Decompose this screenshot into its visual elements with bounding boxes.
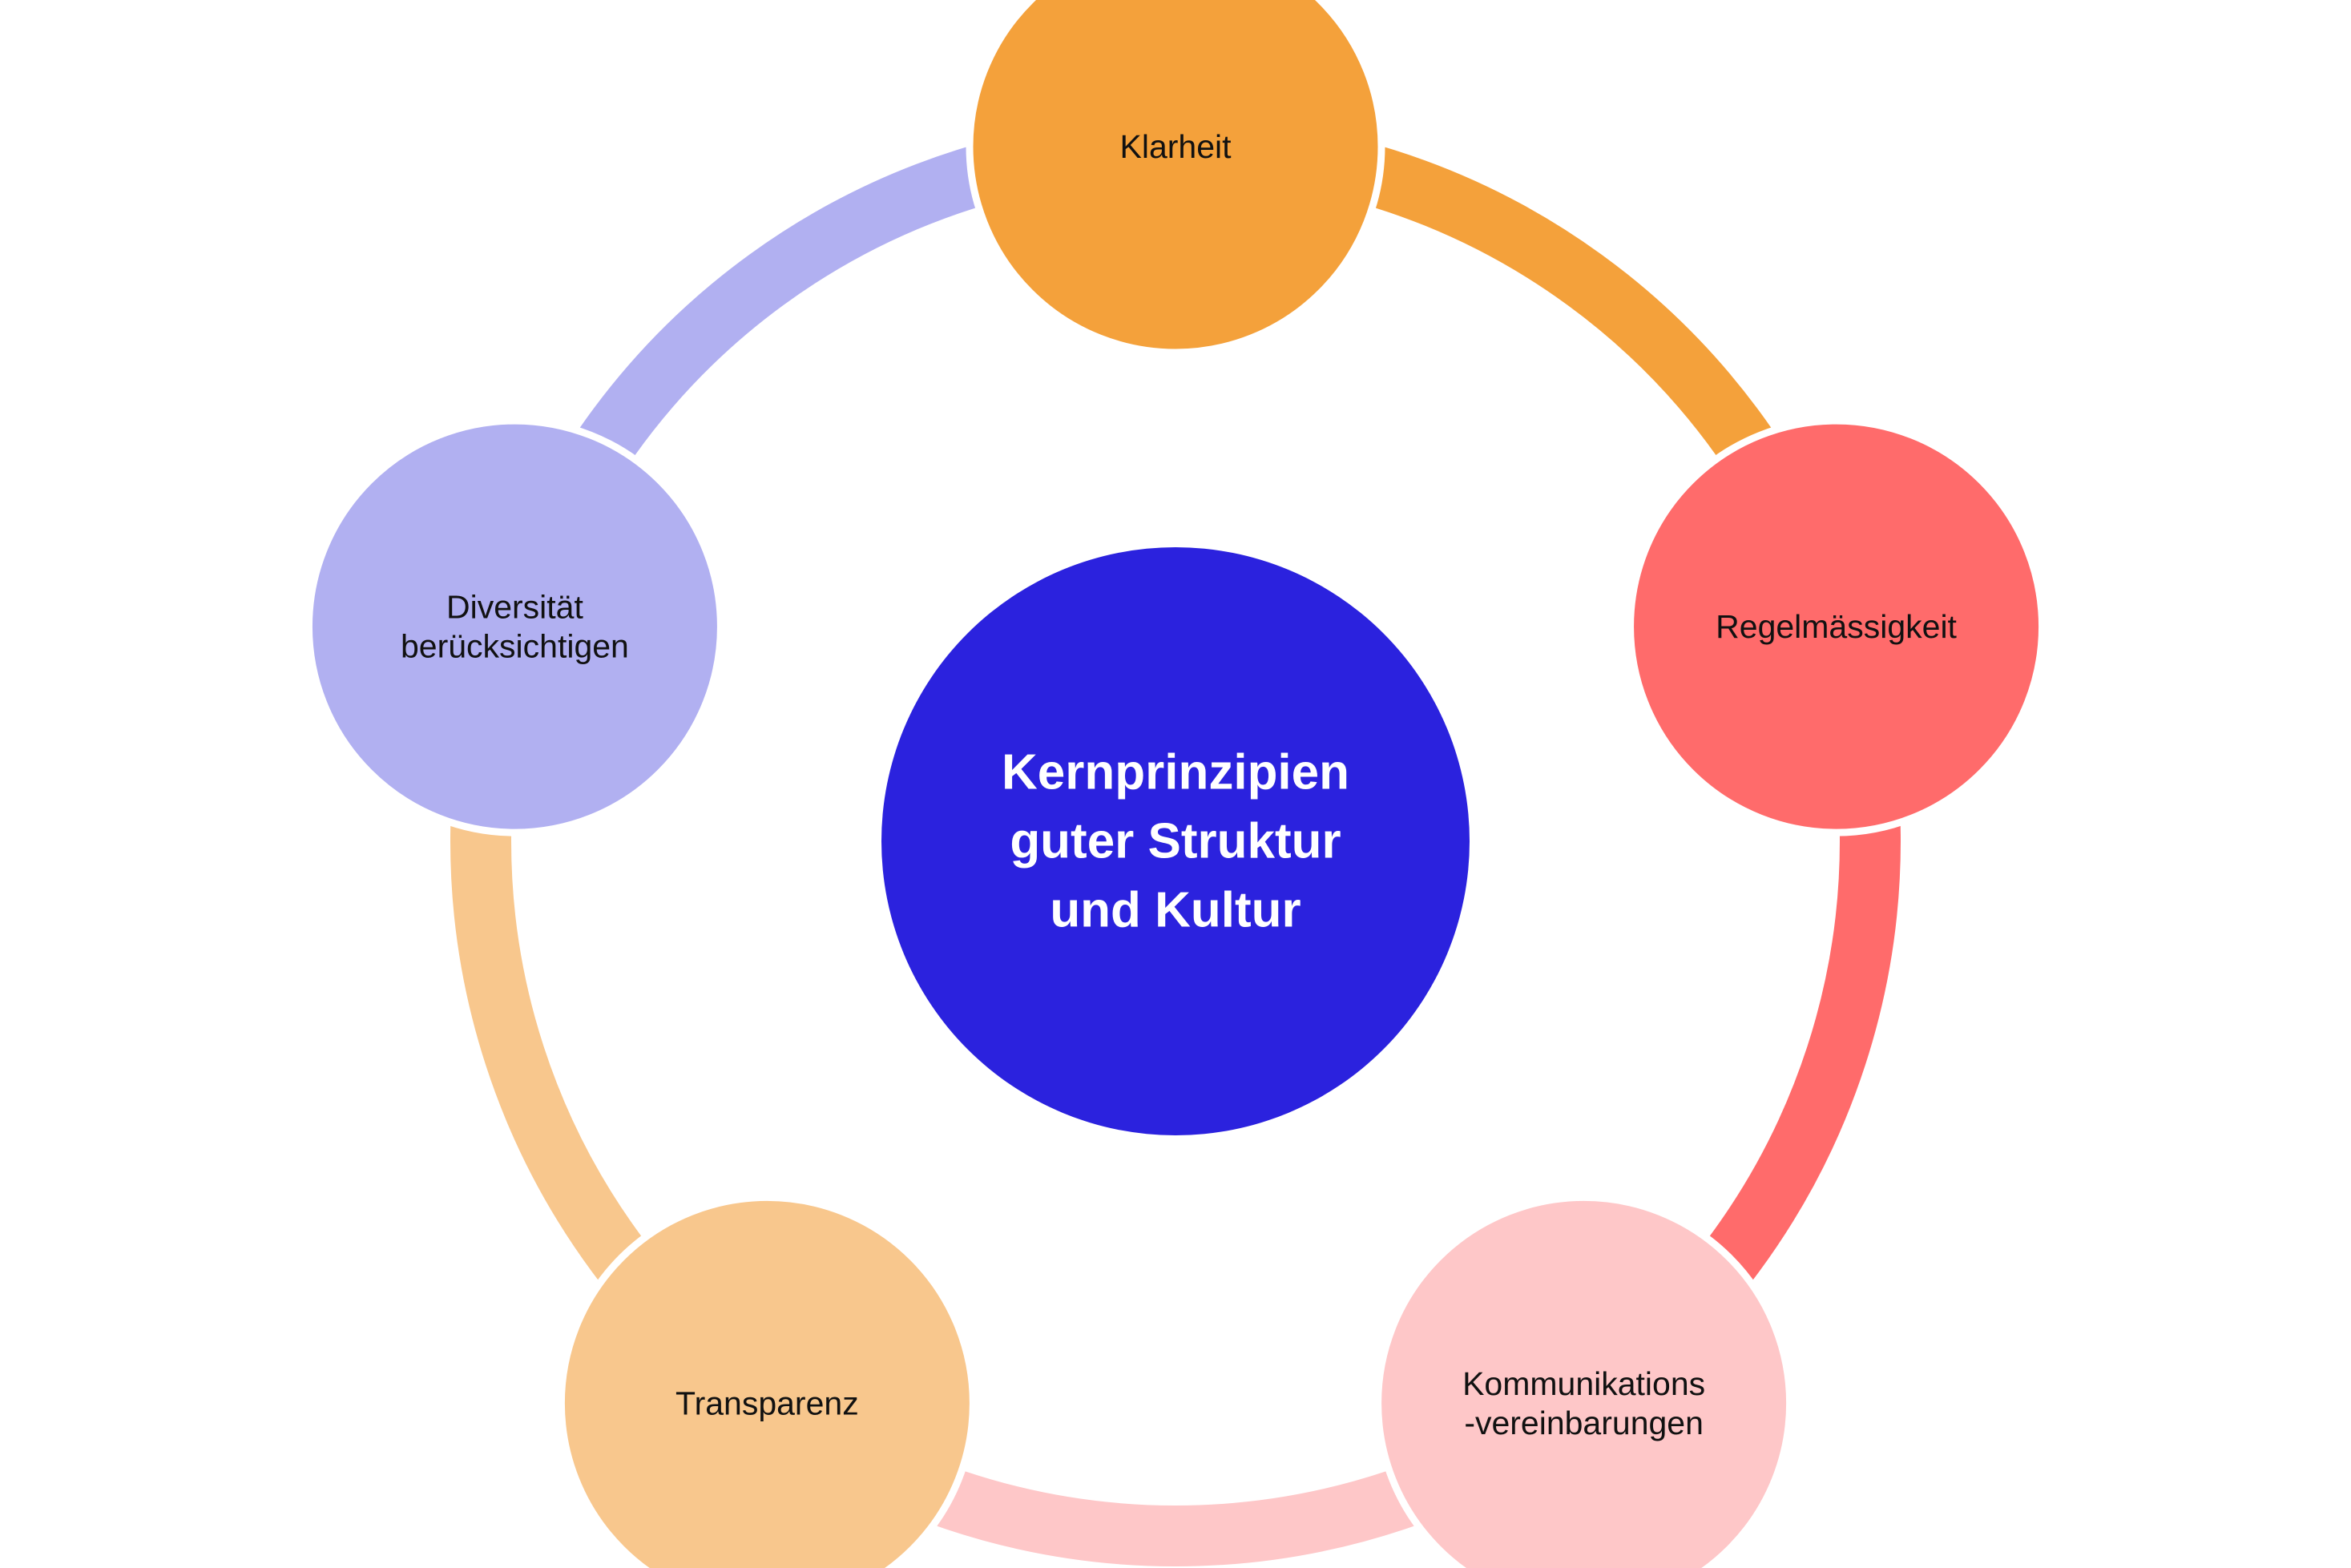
node-klarheit-circle xyxy=(966,0,1385,357)
node-kommunikation-label-line-1: Kommunikations xyxy=(1462,1365,1705,1402)
center-title-line-3: und Kultur xyxy=(1050,883,1301,938)
node-kommunikation: Kommunikations-vereinbarungen xyxy=(1374,1193,1794,1568)
principle-nodes: KlarheitRegelmässigkeitKommunikations-ve… xyxy=(304,0,2047,1568)
node-regelmaessigkeit-circle xyxy=(1627,417,2047,836)
node-klarheit-label-line-1: Klarheit xyxy=(1119,128,1232,165)
center-title-line-1: Kernprinzipien xyxy=(1002,745,1349,800)
node-diversitaet-circle xyxy=(304,417,724,836)
node-transparenz: Transparenz xyxy=(557,1193,977,1568)
node-transparenz-label-line-1: Transparenz xyxy=(675,1385,859,1421)
node-kommunikation-circle xyxy=(1374,1193,1794,1568)
node-klarheit: Klarheit xyxy=(966,0,1385,357)
node-regelmaessigkeit-label-line-1: Regelmässigkeit xyxy=(1716,608,1957,645)
center-node: Kernprinzipien guter Struktur und Kultur xyxy=(881,547,1470,1135)
node-transparenz-circle xyxy=(557,1193,977,1568)
center-circle xyxy=(881,547,1470,1135)
center-hub: Kernprinzipien guter Struktur und Kultur xyxy=(881,547,1470,1135)
center-title-line-2: guter Struktur xyxy=(1010,814,1341,869)
node-diversitaet-label-line-1: Diversität xyxy=(446,589,583,626)
node-kommunikation-label-line-2: -vereinbarungen xyxy=(1464,1405,1704,1441)
node-diversitaet-label-line-2: berücksichtigen xyxy=(401,628,629,665)
node-regelmaessigkeit: Regelmässigkeit xyxy=(1627,417,2047,836)
